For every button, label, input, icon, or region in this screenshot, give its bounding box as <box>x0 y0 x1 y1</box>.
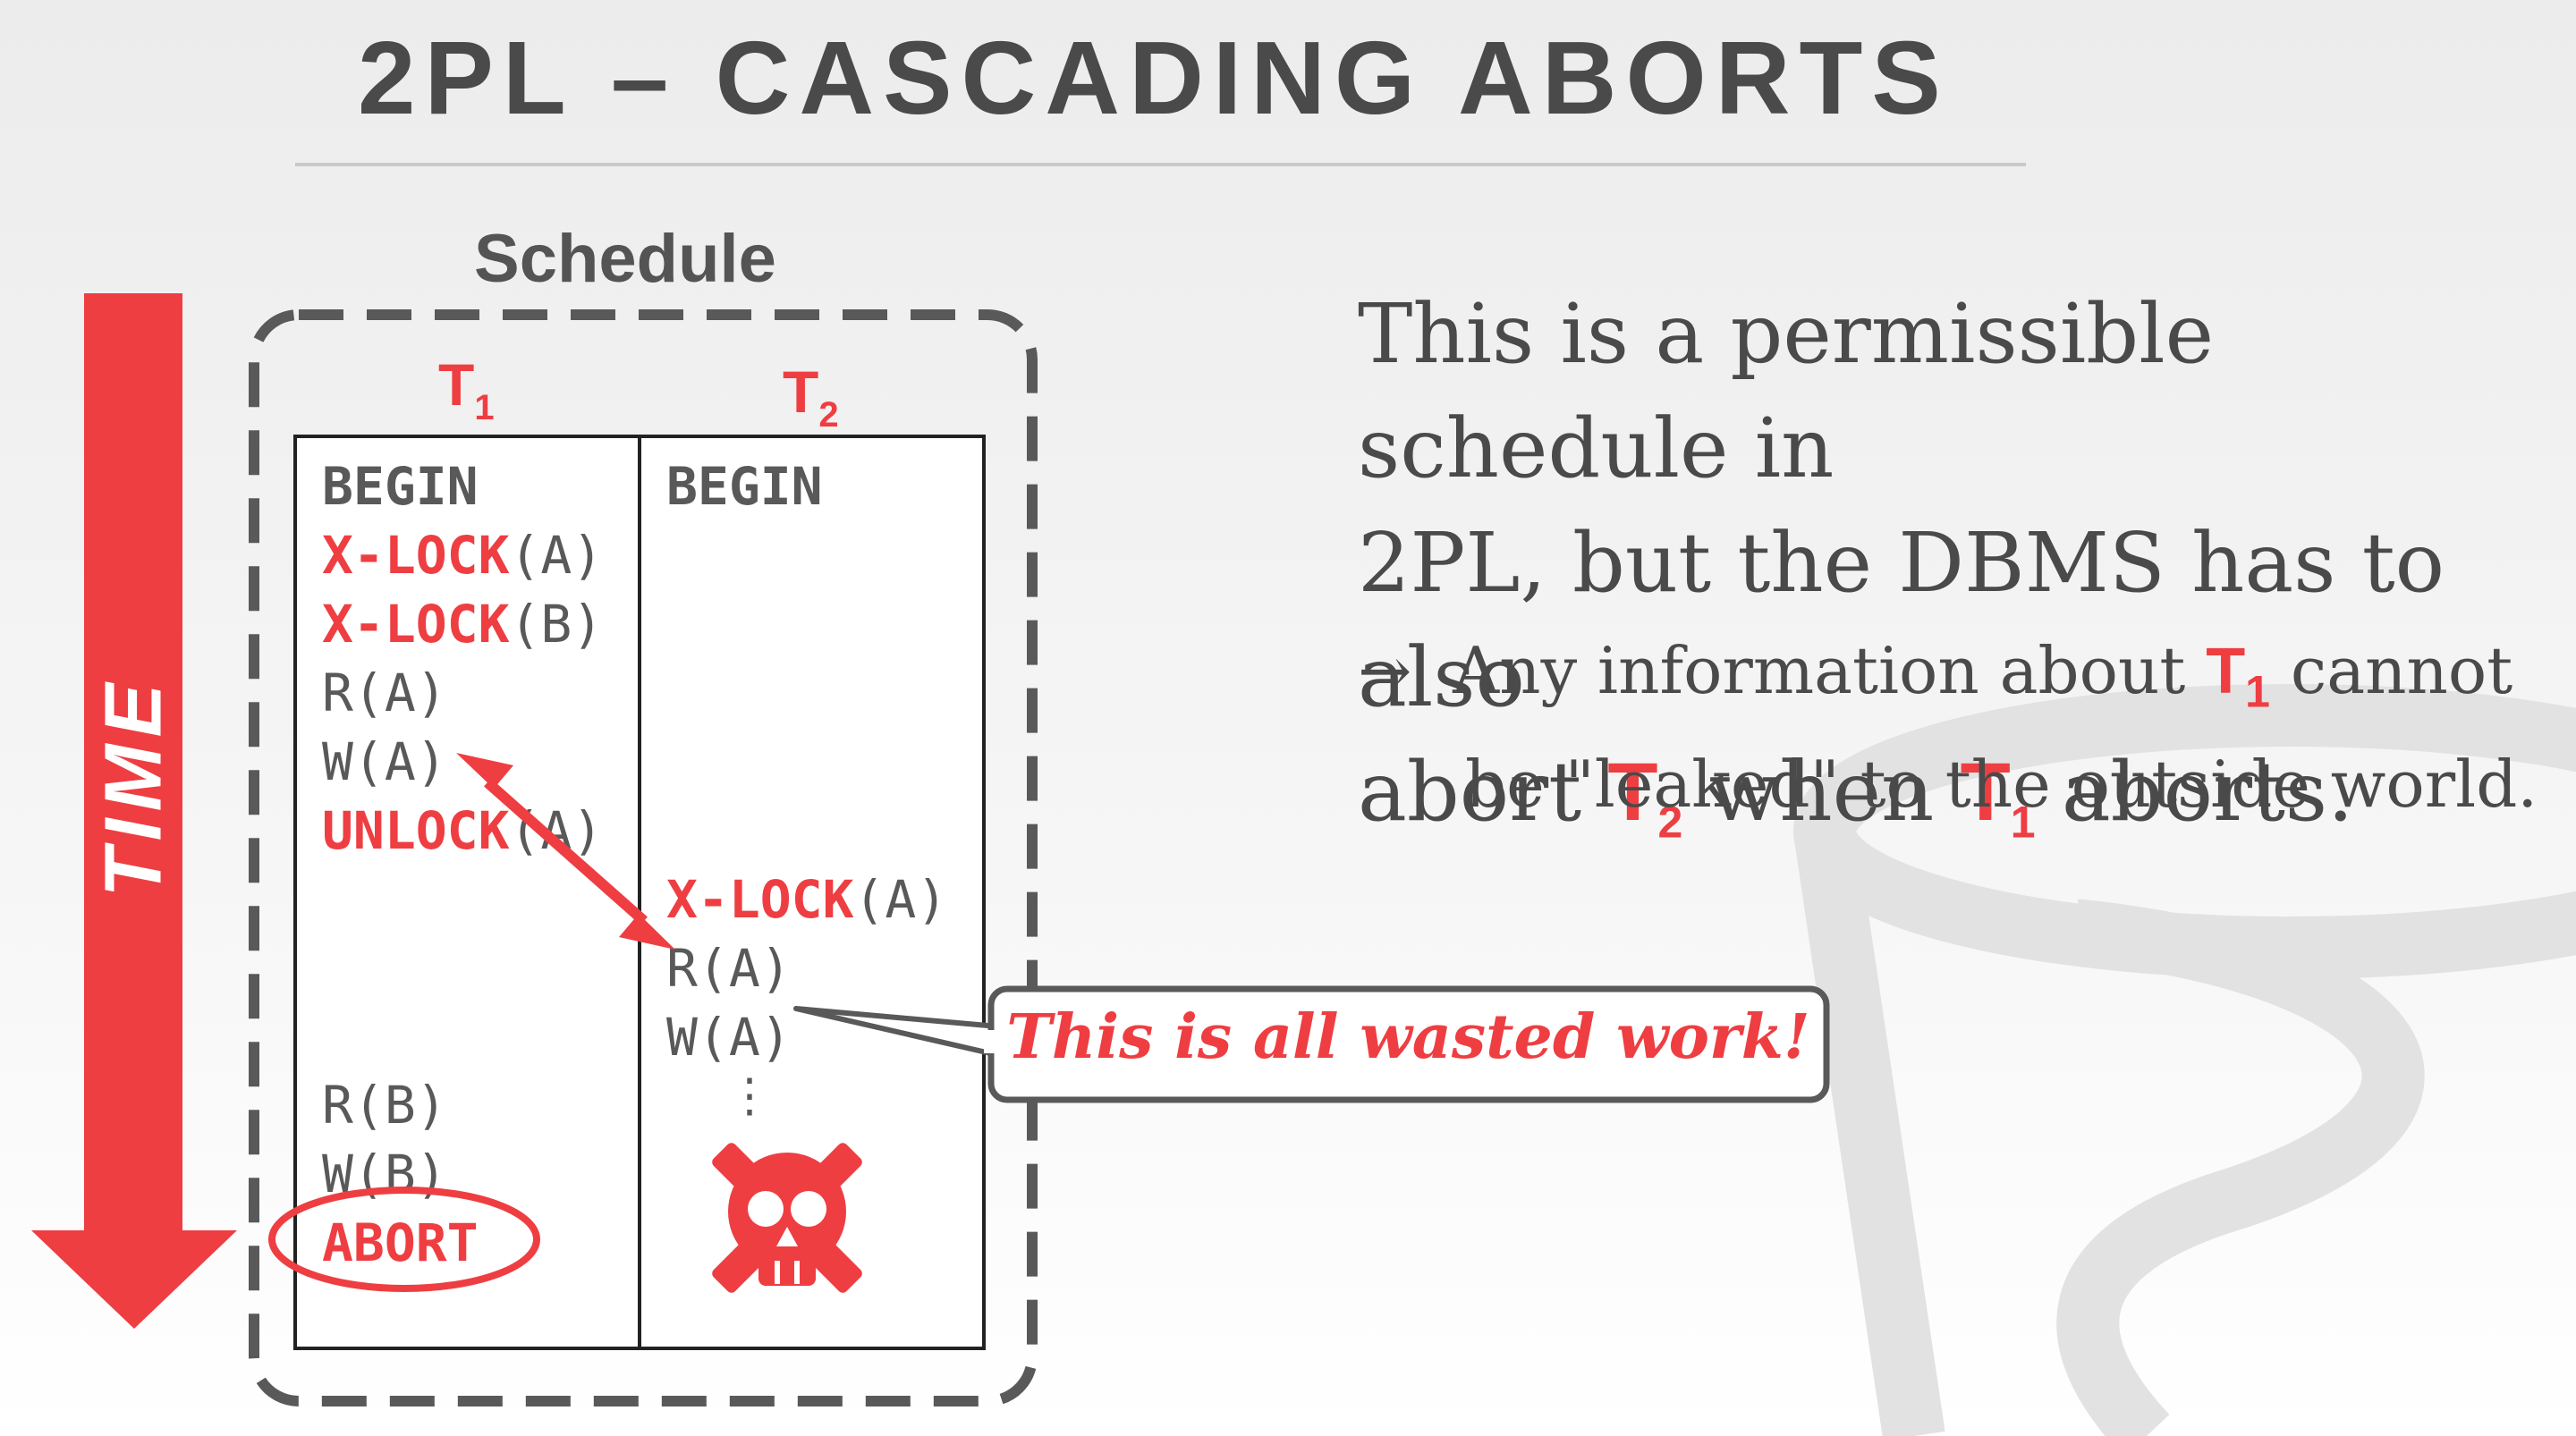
bullet-line-1: → Any information about T1 cannot <box>1358 633 2513 717</box>
t2-ellipsis: ⋮ <box>726 1069 773 1123</box>
t1-abort: ABORT <box>322 1212 479 1273</box>
t1-begin: BEGIN <box>322 456 479 517</box>
t2-ref: T2 <box>1607 747 1683 848</box>
t2-xlock-a: X-LOCK(A) <box>666 869 948 930</box>
main-explanation: This is a permissible schedule in 2PL, b… <box>1358 277 2538 879</box>
t2-header: T2 <box>783 359 839 435</box>
t1-xlock-b: X-LOCK(B) <box>322 594 604 655</box>
time-arrow-shaft <box>84 293 182 1232</box>
callout-text: This is all wasted work! <box>1006 1001 1810 1073</box>
page-title: 2PL – CASCADING ABORTS <box>358 20 1950 136</box>
t2-read-a: R(A) <box>666 938 792 999</box>
abort-circle <box>268 1187 540 1292</box>
bullet-line-2: be "leaked" to the outside world. <box>1465 747 2538 823</box>
t2-write-a: W(A) <box>666 1007 792 1068</box>
bullet-point: → Any information about T1 cannot be "le… <box>1358 624 2547 831</box>
title-divider <box>295 163 2026 166</box>
explanation-line-1: This is a permissible schedule in <box>1358 286 2215 496</box>
t1-read-b: R(B) <box>322 1075 447 1136</box>
t1-write-a: W(A) <box>322 731 447 792</box>
explanation-line-3: abort T2 when T1 aborts. <box>1358 744 2354 848</box>
t1-unlock-a: UNLOCK(A) <box>322 800 604 861</box>
down-arrow-icon <box>31 1230 237 1329</box>
arrow-icon: → <box>1358 633 1412 708</box>
t1-ref-bullet: T1 <box>2206 636 2270 717</box>
t1-ref: T1 <box>1960 747 2036 848</box>
skull-crossbones-icon <box>712 1143 862 1293</box>
t1-xlock-a: X-LOCK(A) <box>322 525 604 586</box>
dependency-arrow <box>456 753 675 950</box>
callout-pointer <box>793 1006 1001 1058</box>
t1-read-a: R(A) <box>322 663 447 723</box>
schedule-dashed-frame <box>249 309 1038 1406</box>
t2-begin: BEGIN <box>666 456 823 517</box>
time-arrow <box>31 293 237 1329</box>
t1-header: T1 <box>438 351 495 427</box>
explanation-line-2: 2PL, but the DBMS has to also <box>1358 515 2445 725</box>
schedule-label: Schedule <box>474 221 776 297</box>
